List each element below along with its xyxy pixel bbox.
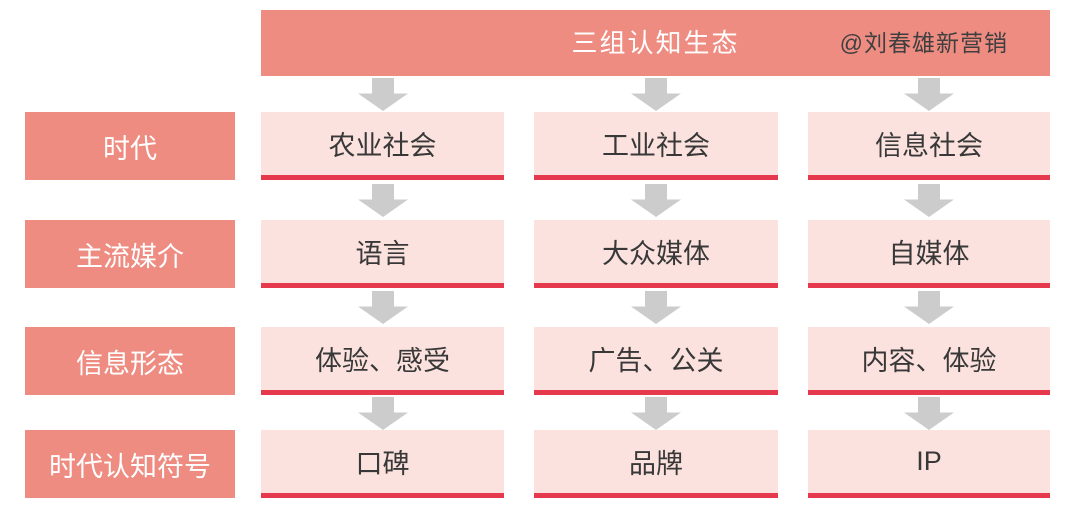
diagram-cell: 广告、公关 xyxy=(534,327,778,395)
row-label-era: 时代 xyxy=(25,112,235,180)
row-label-information-form: 信息形态 xyxy=(25,327,235,395)
down-arrow-icon xyxy=(631,184,681,217)
down-arrow-icon xyxy=(358,78,408,111)
row-label-mainstream-media: 主流媒介 xyxy=(25,220,235,288)
diagram-cell: 口碑 xyxy=(261,430,504,498)
diagram-cell: 工业社会 xyxy=(534,112,778,180)
down-arrow-icon xyxy=(358,184,408,217)
down-arrow-icon xyxy=(904,397,954,430)
down-arrow-icon xyxy=(904,184,954,217)
diagram-cell: 信息社会 xyxy=(808,112,1050,180)
diagram-cell: 内容、体验 xyxy=(808,327,1050,395)
author-credit: @刘春雄新营销 xyxy=(839,30,1008,56)
down-arrow-icon xyxy=(631,291,681,324)
diagram-cell: 品牌 xyxy=(534,430,778,498)
diagram-cell: IP xyxy=(808,430,1050,498)
header-bar: 三组认知生态 @刘春雄新营销 xyxy=(261,10,1050,76)
diagram-cell: 自媒体 xyxy=(808,220,1050,288)
down-arrow-icon xyxy=(358,397,408,430)
down-arrow-icon xyxy=(358,291,408,324)
down-arrow-icon xyxy=(904,291,954,324)
down-arrow-icon xyxy=(631,397,681,430)
down-arrow-icon xyxy=(631,78,681,111)
down-arrow-icon xyxy=(904,78,954,111)
diagram-cell: 农业社会 xyxy=(261,112,504,180)
diagram-cell: 语言 xyxy=(261,220,504,288)
row-label-era-cognitive-symbol: 时代认知符号 xyxy=(25,430,235,498)
diagram-cell: 体验、感受 xyxy=(261,327,504,395)
diagram-title: 三组认知生态 xyxy=(571,28,740,58)
diagram-cell: 大众媒体 xyxy=(534,220,778,288)
